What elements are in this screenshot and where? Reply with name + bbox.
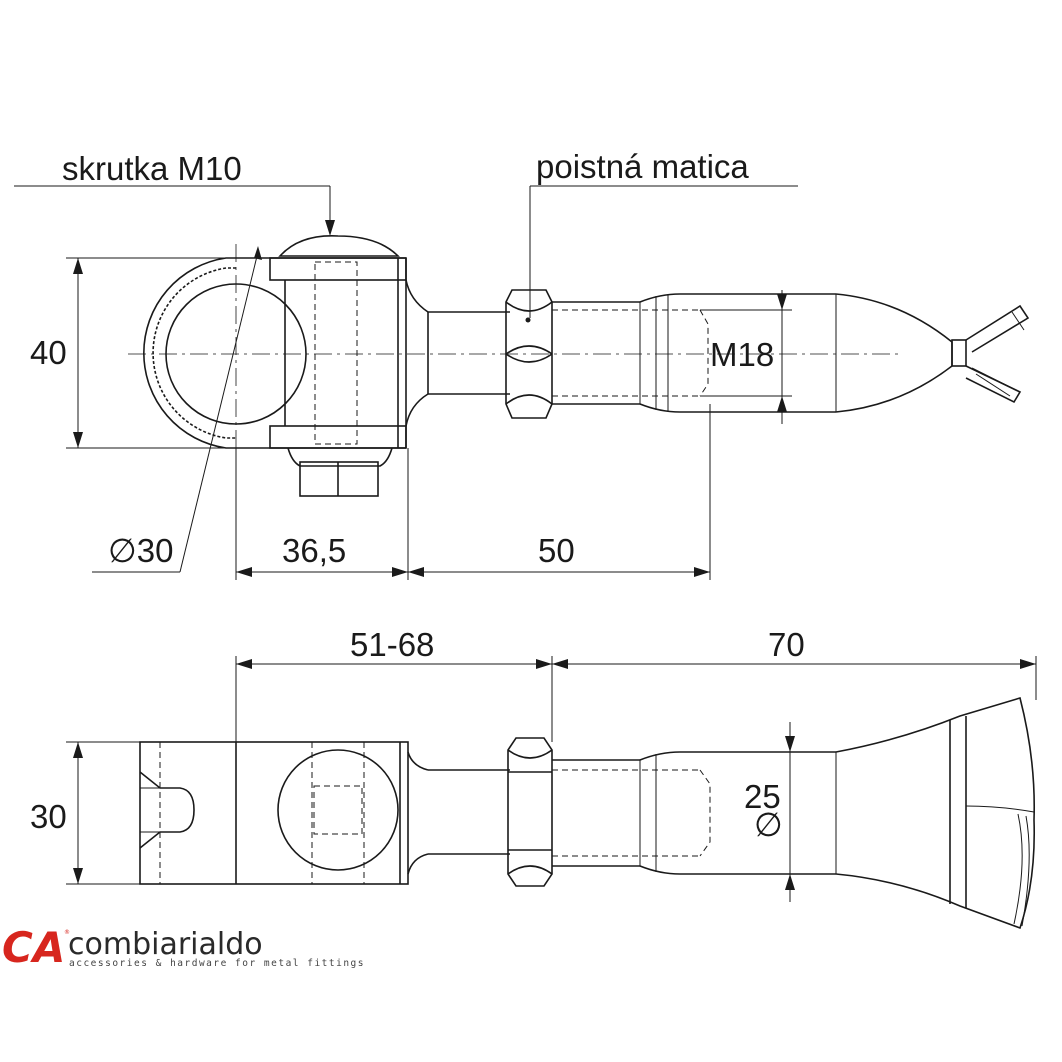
logo-registered: ® xyxy=(64,929,70,936)
dim-thread-50 xyxy=(408,404,711,580)
dim-height-30-label: 30 xyxy=(30,798,67,835)
dim-height-40 xyxy=(66,257,236,449)
sleeve-side xyxy=(552,751,837,875)
clevis-side xyxy=(139,741,429,885)
bottom-view: 51-68 70 30 xyxy=(30,626,1037,930)
shank xyxy=(427,311,510,395)
tapered-end xyxy=(835,293,1030,413)
dim-adjust xyxy=(235,656,553,742)
lock-nut-callout-label: poistná matica xyxy=(536,148,749,185)
dim-thread-size xyxy=(700,290,792,424)
screw-callout-label: skrutka M10 xyxy=(62,150,242,187)
top-view: skrutka M10 poistná matica xyxy=(14,148,1030,580)
dim-thread-size-label: M18 xyxy=(710,336,774,373)
dim-thread-label: 50 xyxy=(538,532,575,569)
dim-sleeve xyxy=(552,656,1037,700)
dim-adjust-label: 51-68 xyxy=(350,626,434,663)
dim-sleeve-diameter-symbol: ∅ xyxy=(754,806,783,843)
logo-mark: CA xyxy=(2,923,65,972)
screw-head xyxy=(278,235,400,257)
dim-sleeve-diameter xyxy=(785,722,795,902)
threaded-sleeve xyxy=(552,293,837,413)
screw-head-top xyxy=(277,749,399,871)
dim-diameter-label: ∅30 xyxy=(108,532,173,569)
dim-height-30 xyxy=(66,741,140,885)
dim-eye-36-5 xyxy=(235,448,409,580)
screw-nut xyxy=(287,447,393,497)
dim-height-40-label: 40 xyxy=(30,334,67,371)
shank-side xyxy=(428,769,510,855)
flared-end xyxy=(835,696,1036,930)
clevis-body xyxy=(236,257,429,449)
logo-tagline: accessories & hardware for metal fitting… xyxy=(69,958,365,969)
lock-nut-callout-leader xyxy=(525,185,798,323)
dim-sleeve-diameter-value: 25 xyxy=(744,778,781,815)
eye-loop xyxy=(143,244,307,468)
logo-name: combiarialdo xyxy=(68,927,263,962)
brand-logo: CA ® combiarialdo accessories & hardware… xyxy=(2,923,365,972)
screw-callout-leader xyxy=(14,185,335,236)
dim-eye-label: 36,5 xyxy=(282,532,346,569)
dim-diameter-leader xyxy=(92,246,262,573)
lock-nut xyxy=(505,289,553,419)
dim-sleeve-label: 70 xyxy=(768,626,805,663)
lock-nut-side xyxy=(507,737,553,887)
